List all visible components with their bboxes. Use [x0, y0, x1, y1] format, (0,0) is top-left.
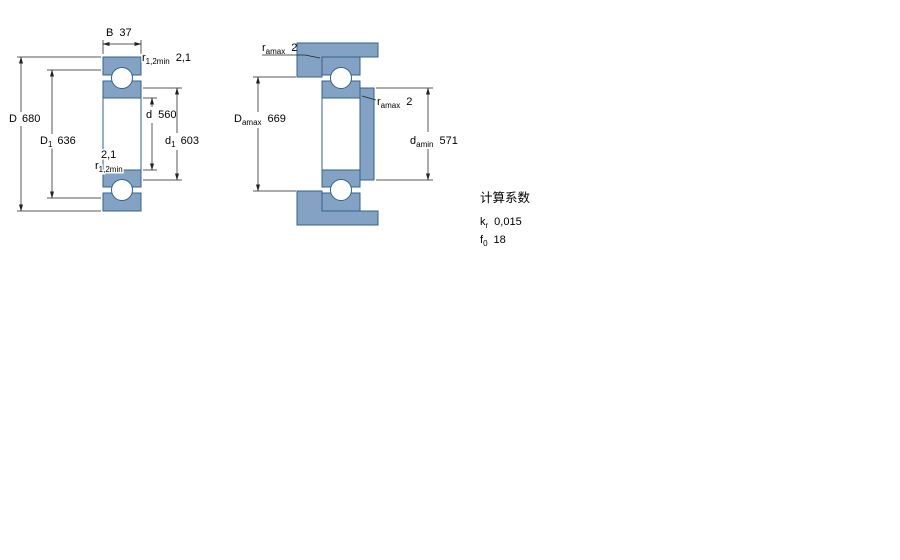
ball-bottom	[111, 179, 133, 201]
leader-line	[361, 95, 377, 101]
dim-r-bottom-label: r1,2min	[95, 160, 123, 174]
dim-r-bottom: 2,1 r1,2min	[94, 148, 125, 176]
mounting-view	[296, 42, 379, 226]
mount-ball-top	[330, 67, 352, 89]
leader-line	[262, 54, 321, 59]
bearing-cross-section-view	[102, 56, 142, 212]
shaft-shoulder-section	[359, 87, 375, 181]
ball-top	[111, 67, 133, 89]
calculation-title: 计算系数	[480, 190, 531, 205]
mount-ball-bottom	[330, 179, 352, 201]
dim-r-bottom-value: 2,1	[101, 149, 116, 161]
